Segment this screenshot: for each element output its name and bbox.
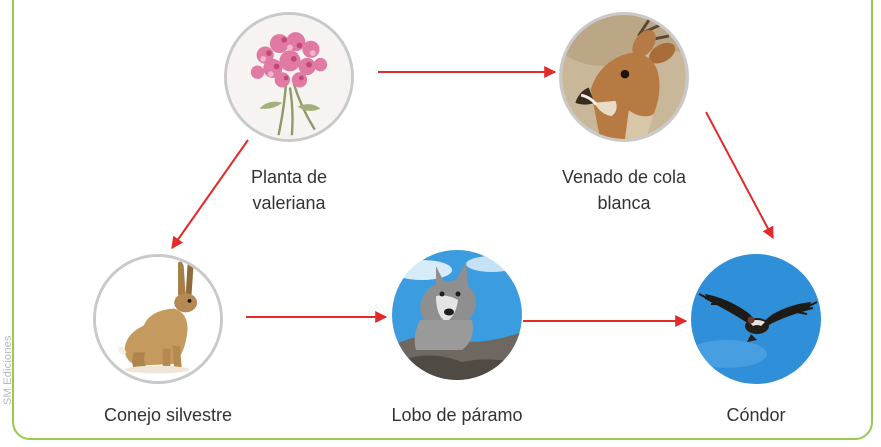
lobo-label-line-1: Lobo de páramo bbox=[391, 405, 523, 425]
condor-label: Cóndor bbox=[700, 402, 812, 428]
diagram-frame bbox=[12, 0, 873, 440]
pink-flower-icon bbox=[227, 15, 351, 139]
venado-image bbox=[559, 12, 689, 142]
planta-label-line-2: valeriana bbox=[252, 193, 326, 213]
photo-credit: SM Ediciones bbox=[2, 335, 14, 405]
condor-label-line-1: Cóndor bbox=[726, 405, 786, 425]
lobo-image bbox=[392, 250, 522, 380]
venado-label: Venado de cola blanca bbox=[552, 164, 696, 216]
condor-image bbox=[691, 254, 821, 384]
conejo-image bbox=[93, 254, 223, 384]
lobo-label: Lobo de páramo bbox=[380, 402, 534, 428]
deer-head-icon bbox=[562, 15, 686, 139]
conejo-label-line-1: Conejo silvestre bbox=[103, 405, 233, 425]
conejo-label: Conejo silvestre bbox=[88, 402, 248, 428]
hare-icon bbox=[96, 257, 220, 381]
planta-image bbox=[224, 12, 354, 142]
planta-label: Planta de valeriana bbox=[229, 164, 349, 216]
planta-label-line-1: Planta de bbox=[250, 167, 328, 187]
wolf-icon bbox=[392, 250, 522, 380]
condor-icon bbox=[691, 254, 821, 384]
venado-label-line-2: blanca bbox=[597, 193, 651, 213]
venado-label-line-1: Venado de cola bbox=[561, 167, 687, 187]
